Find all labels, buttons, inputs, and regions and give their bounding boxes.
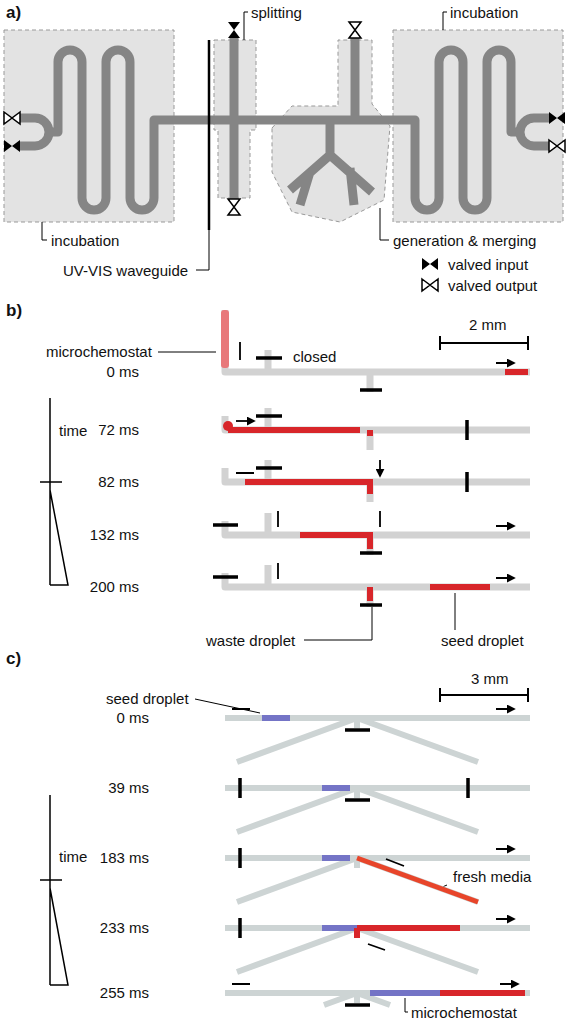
panel-letter: b) [5, 302, 23, 319]
region-label: incubation [50, 232, 120, 249]
splitting-sequence [213, 525, 382, 553]
splitting-sequence [370, 587, 490, 601]
merging-sequence [225, 918, 530, 972]
splitting-sequence [240, 342, 514, 363]
splitting-sequence [221, 310, 229, 368]
splitting-sequence [213, 511, 530, 555]
callout-label: microchemostat [45, 343, 153, 360]
merging-sequence [345, 728, 370, 732]
merging-sequence [225, 984, 530, 1005]
component-label: UV-VIS waveguide [62, 262, 189, 279]
time-label: 255 ms [99, 984, 150, 1001]
time-label: 233 ms [99, 919, 150, 936]
time-label: 132 ms [89, 526, 140, 543]
merging-sequence [238, 848, 242, 868]
axis-label: time [58, 422, 88, 439]
splitting-sequence [228, 430, 370, 436]
splitting-sequence [505, 369, 528, 375]
splitting-sequence [225, 460, 530, 502]
splitting-sequence [223, 421, 233, 431]
merging-sequence [368, 919, 514, 950]
chip-schematic [4, 12, 565, 291]
splitting-sequence [300, 535, 373, 549]
splitting-sequence [223, 408, 530, 450]
time-label: 0 ms [115, 709, 150, 726]
splitting-sequence [225, 513, 530, 555]
splitting-sequence [225, 565, 530, 607]
merging-sequence [345, 1003, 370, 1007]
merging-sequence [386, 849, 514, 866]
chip-schematic [208, 40, 211, 230]
splitting-sequence [440, 336, 528, 350]
merging-sequence [322, 855, 350, 861]
legend-label: valved input [447, 256, 529, 273]
splitting-sequence [221, 310, 530, 392]
merging-sequence [322, 785, 350, 791]
chip-schematic [234, 38, 372, 205]
time-label: 72 ms [97, 421, 140, 438]
splitting-sequence [213, 563, 530, 607]
splitting-sequence [225, 350, 530, 392]
splitting-sequence [225, 408, 530, 450]
time-label: 0 ms [105, 363, 140, 380]
merging-sequence [40, 795, 68, 985]
splitting-sequence [256, 416, 467, 440]
callout-label: seed droplet [440, 632, 525, 649]
chip-schematic [4, 22, 565, 270]
merging-sequence [238, 918, 242, 938]
merging-sequence [440, 688, 528, 702]
time-label: 200 ms [89, 578, 140, 595]
region-label: incubation [449, 4, 519, 21]
chip-schematic [42, 12, 447, 270]
splitting-sequence [256, 468, 467, 492]
region-label: generation & merging [392, 232, 537, 249]
merging-sequence [370, 990, 440, 996]
axis-label: time [58, 848, 88, 865]
splitting-sequence [225, 460, 530, 502]
chip-schematic [20, 118, 49, 146]
merging-sequence [440, 990, 525, 996]
callout-label: fresh media [452, 868, 532, 885]
legend-label: valved output [447, 277, 538, 294]
splitting-sequence [236, 460, 380, 476]
splitting-sequence [278, 511, 514, 527]
chip-schematic [49, 50, 520, 210]
callout-label: microchemostat [410, 1004, 518, 1021]
splitting-sequence [236, 420, 254, 422]
merging-sequence [232, 983, 518, 985]
time-label: 183 ms [99, 849, 150, 866]
merging-sequence [225, 718, 530, 762]
panel-letter: c) [5, 650, 22, 667]
merging-sequence [225, 928, 530, 972]
merging-sequence [225, 778, 530, 832]
splitting-sequence [213, 577, 382, 605]
splitting-sequence [245, 482, 373, 494]
merging-sequence [40, 688, 530, 1012]
merging-sequence [240, 778, 468, 800]
merging-sequence [225, 709, 530, 762]
chip-schematic [4, 22, 565, 291]
chip-schematic [520, 118, 549, 146]
merging-sequence [262, 715, 290, 721]
time-label: 39 ms [107, 779, 150, 796]
merging-sequence [232, 708, 514, 710]
merging-sequence [357, 928, 460, 938]
merging-sequence [225, 788, 530, 832]
splitting-sequence [40, 310, 530, 640]
time-label: 82 ms [97, 473, 140, 490]
region-label: splitting [250, 4, 303, 21]
splitting-sequence [278, 563, 514, 579]
splitting-sequence [158, 352, 455, 640]
scale-label: 3 mm [470, 670, 510, 687]
callout-label: waste droplet [205, 632, 296, 649]
valve-state-label: closed [292, 348, 337, 365]
panel-letter: a) [5, 4, 22, 21]
callout-label: seed droplet [105, 690, 190, 707]
scale-label: 2 mm [468, 316, 508, 333]
chip-schematic [4, 30, 174, 222]
merging-sequence [322, 925, 357, 931]
